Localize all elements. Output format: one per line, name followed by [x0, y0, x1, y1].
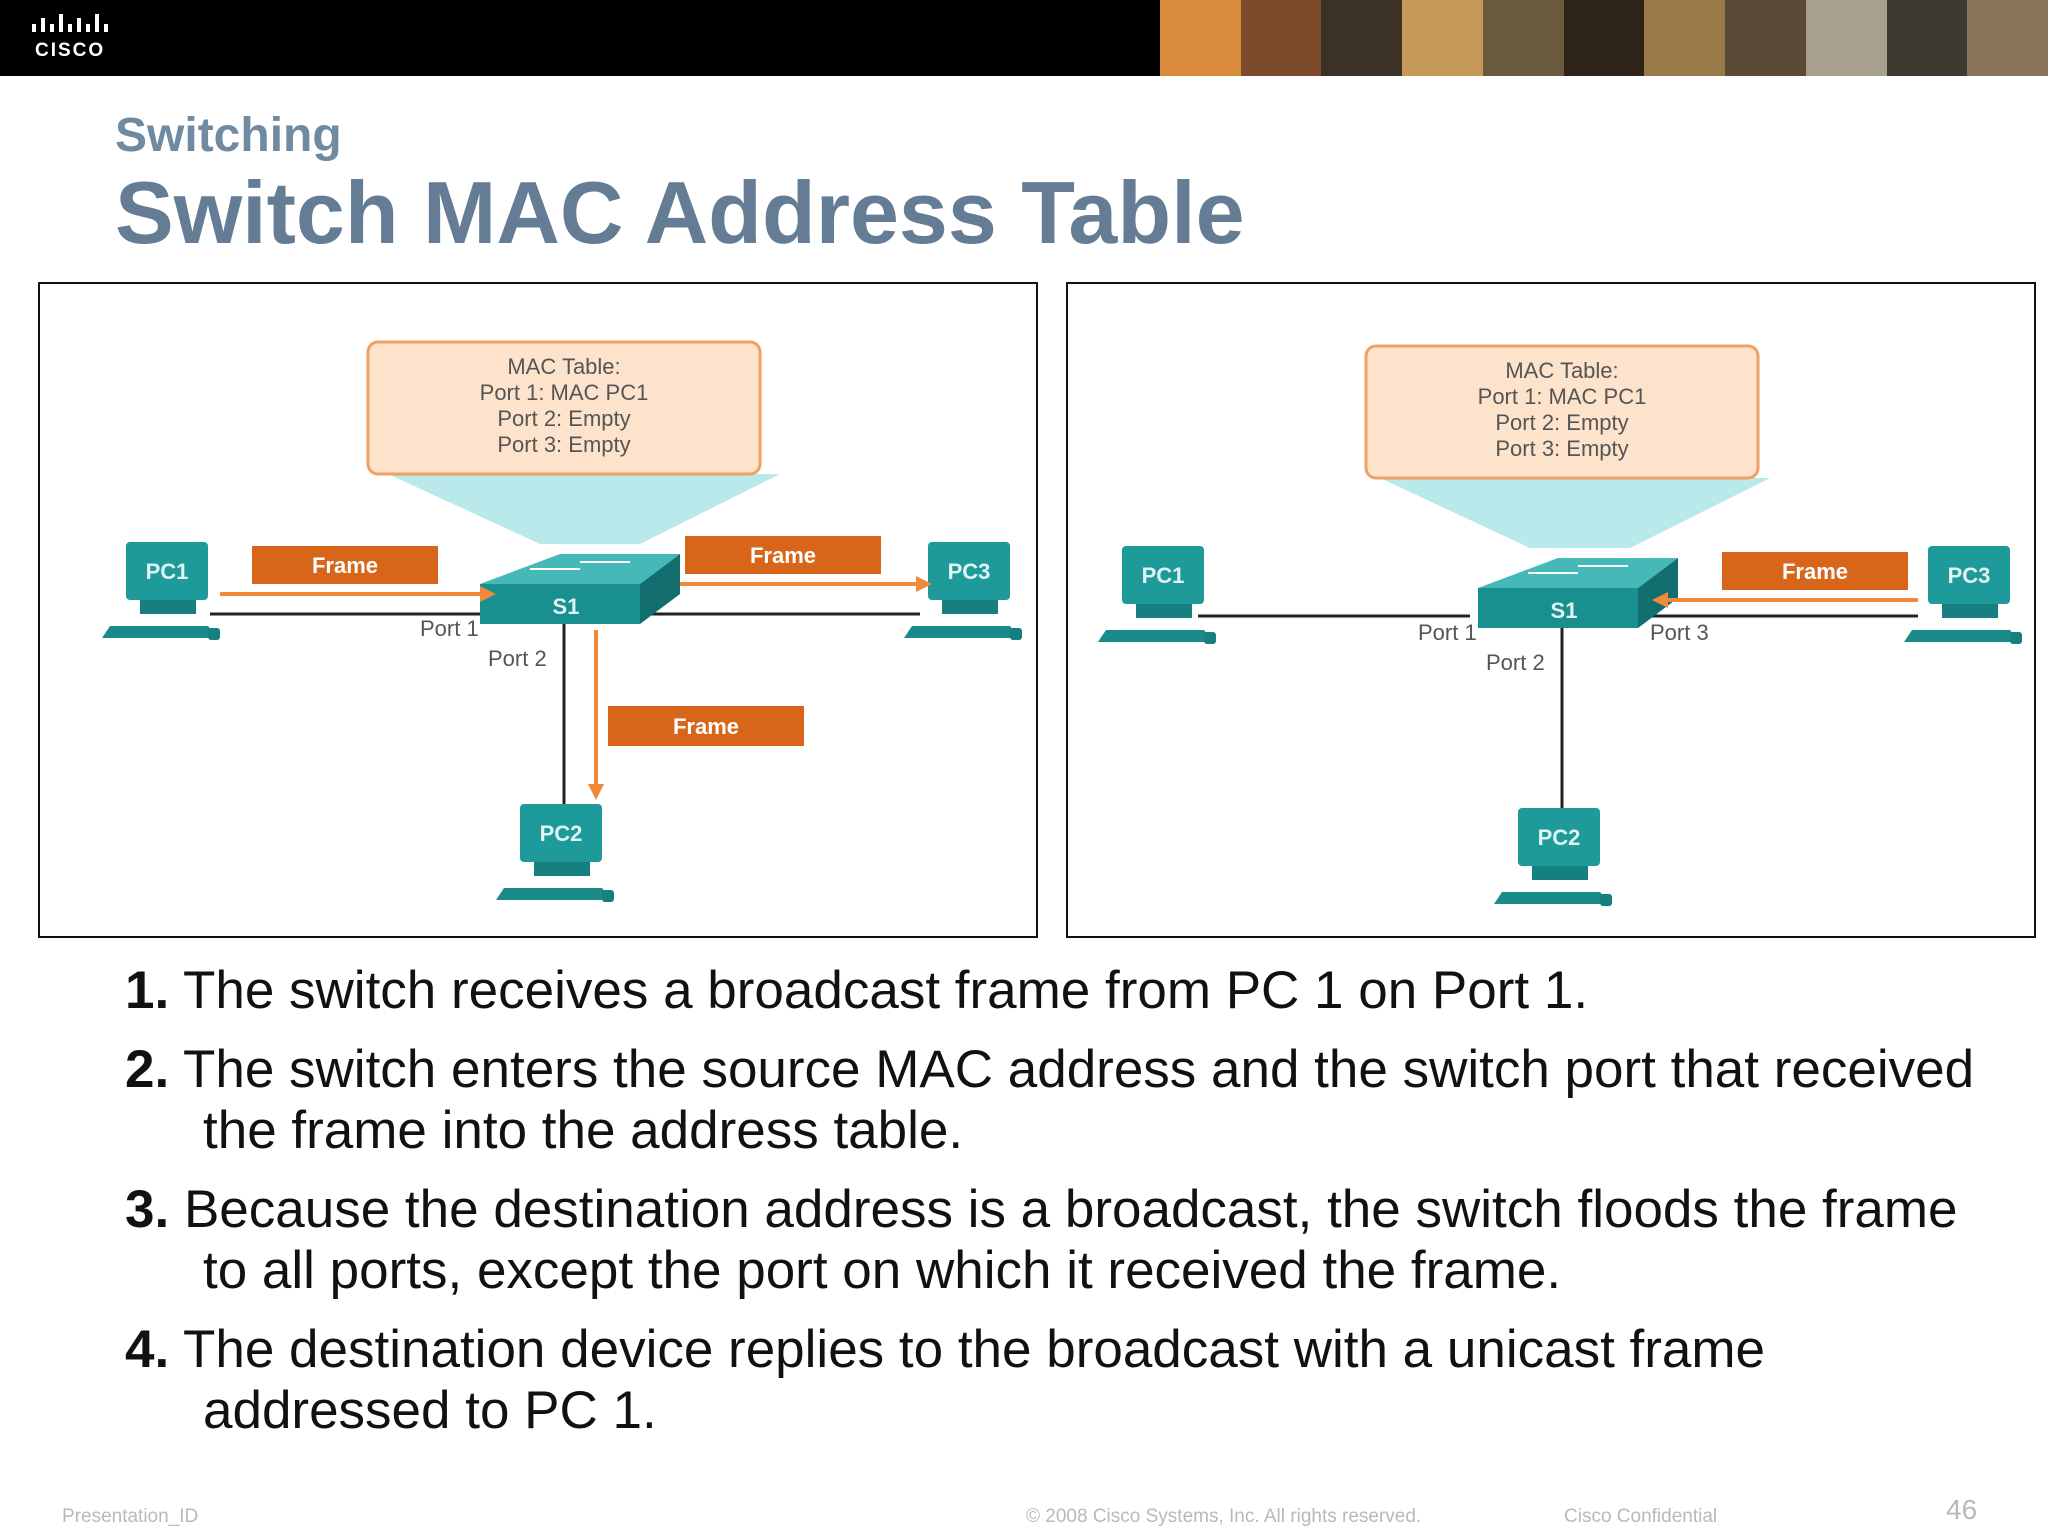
step-number: 2. — [125, 1040, 170, 1099]
step-number: 3. — [125, 1180, 170, 1239]
mac-table-line: Port 2: Empty — [497, 406, 630, 431]
frame-label: Frame — [750, 543, 816, 568]
pc2-icon: PC2 — [496, 804, 614, 902]
mac-table-line: Port 3: Empty — [497, 432, 630, 457]
step-text: Because the destination address is a bro… — [183, 1180, 1958, 1300]
step-number: 1. — [125, 961, 170, 1020]
frame-box — [252, 546, 438, 584]
banner-photo — [1240, 0, 1322, 76]
switch-label: S1 — [1551, 598, 1578, 623]
step-item: 3. Because the destination address is a … — [125, 1179, 2005, 1301]
pc3-icon: PC3 — [904, 542, 1022, 640]
mac-table-line: Port 1: MAC PC1 — [480, 380, 649, 405]
port-label: Port 2 — [488, 646, 547, 671]
mac-table-line: Port 1: MAC PC1 — [1478, 384, 1647, 409]
step-number: 4. — [125, 1320, 170, 1379]
logo-text: CISCO — [35, 40, 106, 61]
frame-box — [1722, 552, 1908, 590]
pc1-label: PC1 — [146, 559, 189, 584]
footer-copyright: © 2008 Cisco Systems, Inc. All rights re… — [1026, 1506, 1422, 1527]
switch-icon: S1 — [480, 554, 680, 624]
section-title: Switching — [115, 109, 342, 162]
switch-label: S1 — [553, 594, 580, 619]
mac-table-box — [366, 340, 762, 476]
pc2-label: PC2 — [1538, 825, 1581, 850]
steps-list: 1. The switch receives a broadcast frame… — [125, 960, 2005, 1459]
banner-photo — [1805, 0, 1887, 76]
frame-box — [685, 536, 881, 574]
page-number: 46 — [1946, 1494, 1978, 1525]
diagram-right: MAC Table: Port 1: MAC PC1 Port 2: Empty… — [1066, 282, 2036, 938]
banner-photo — [1482, 0, 1564, 76]
mac-table-box — [1364, 344, 1760, 480]
banner-photo — [1321, 0, 1403, 76]
pc2-icon: PC2 — [1494, 808, 1612, 906]
switch-icon: S1 — [1478, 558, 1678, 628]
diagram-left: MAC Table: Port 1: MAC PC1 Port 2: Empty… — [38, 282, 1038, 938]
banner-photo — [1967, 0, 2048, 76]
step-item: 4. The destination device replies to the… — [125, 1319, 2005, 1441]
pc1-icon: PC1 — [1098, 546, 1216, 644]
frame-label: Frame — [1782, 559, 1848, 584]
banner-photo — [1563, 0, 1645, 76]
step-text: The switch receives a broadcast frame fr… — [182, 961, 1589, 1020]
mac-table-line: Port 2: Empty — [1495, 410, 1628, 435]
step-item: 2. The switch enters the source MAC addr… — [125, 1039, 2005, 1161]
footer-presentation-id: Presentation_ID — [62, 1506, 199, 1527]
step-text: The switch enters the source MAC address… — [182, 1040, 1975, 1160]
port-label: Port 1 — [420, 616, 479, 641]
pc2-label: PC2 — [540, 821, 583, 846]
pc1-label: PC1 — [1142, 563, 1185, 588]
mac-table-line: Port 3: Empty — [1495, 436, 1628, 461]
pc1-icon: PC1 — [102, 542, 220, 640]
port-label: Port 1 — [1418, 620, 1477, 645]
pc3-label: PC3 — [1948, 563, 1991, 588]
top-bar: CISCO — [0, 0, 2048, 76]
banner-photo — [1644, 0, 1726, 76]
port-label: Port 3 — [1650, 620, 1709, 645]
banner-photo — [1160, 0, 1241, 76]
frame-label: Frame — [673, 714, 739, 739]
step-item: 1. The switch receives a broadcast frame… — [125, 960, 2005, 1021]
footer-confidential: Cisco Confidential — [1564, 1506, 1718, 1527]
port-label: Port 2 — [1486, 650, 1545, 675]
step-text: The destination device replies to the br… — [182, 1320, 1766, 1440]
frame-box — [608, 706, 804, 746]
banner-photo — [1402, 0, 1483, 76]
banner-photo — [1725, 0, 1806, 76]
cisco-logo — [32, 14, 108, 32]
mac-table-line: MAC Table: — [507, 354, 620, 379]
slide-title: Switch MAC Address Table — [115, 163, 1245, 262]
frame-label: Frame — [312, 553, 378, 578]
banner-photos — [1160, 0, 2048, 76]
pc3-label: PC3 — [948, 559, 991, 584]
banner-photo — [1886, 0, 1968, 76]
pc3-icon: PC3 — [1904, 546, 2022, 644]
mac-table-line: MAC Table: — [1505, 358, 1618, 383]
